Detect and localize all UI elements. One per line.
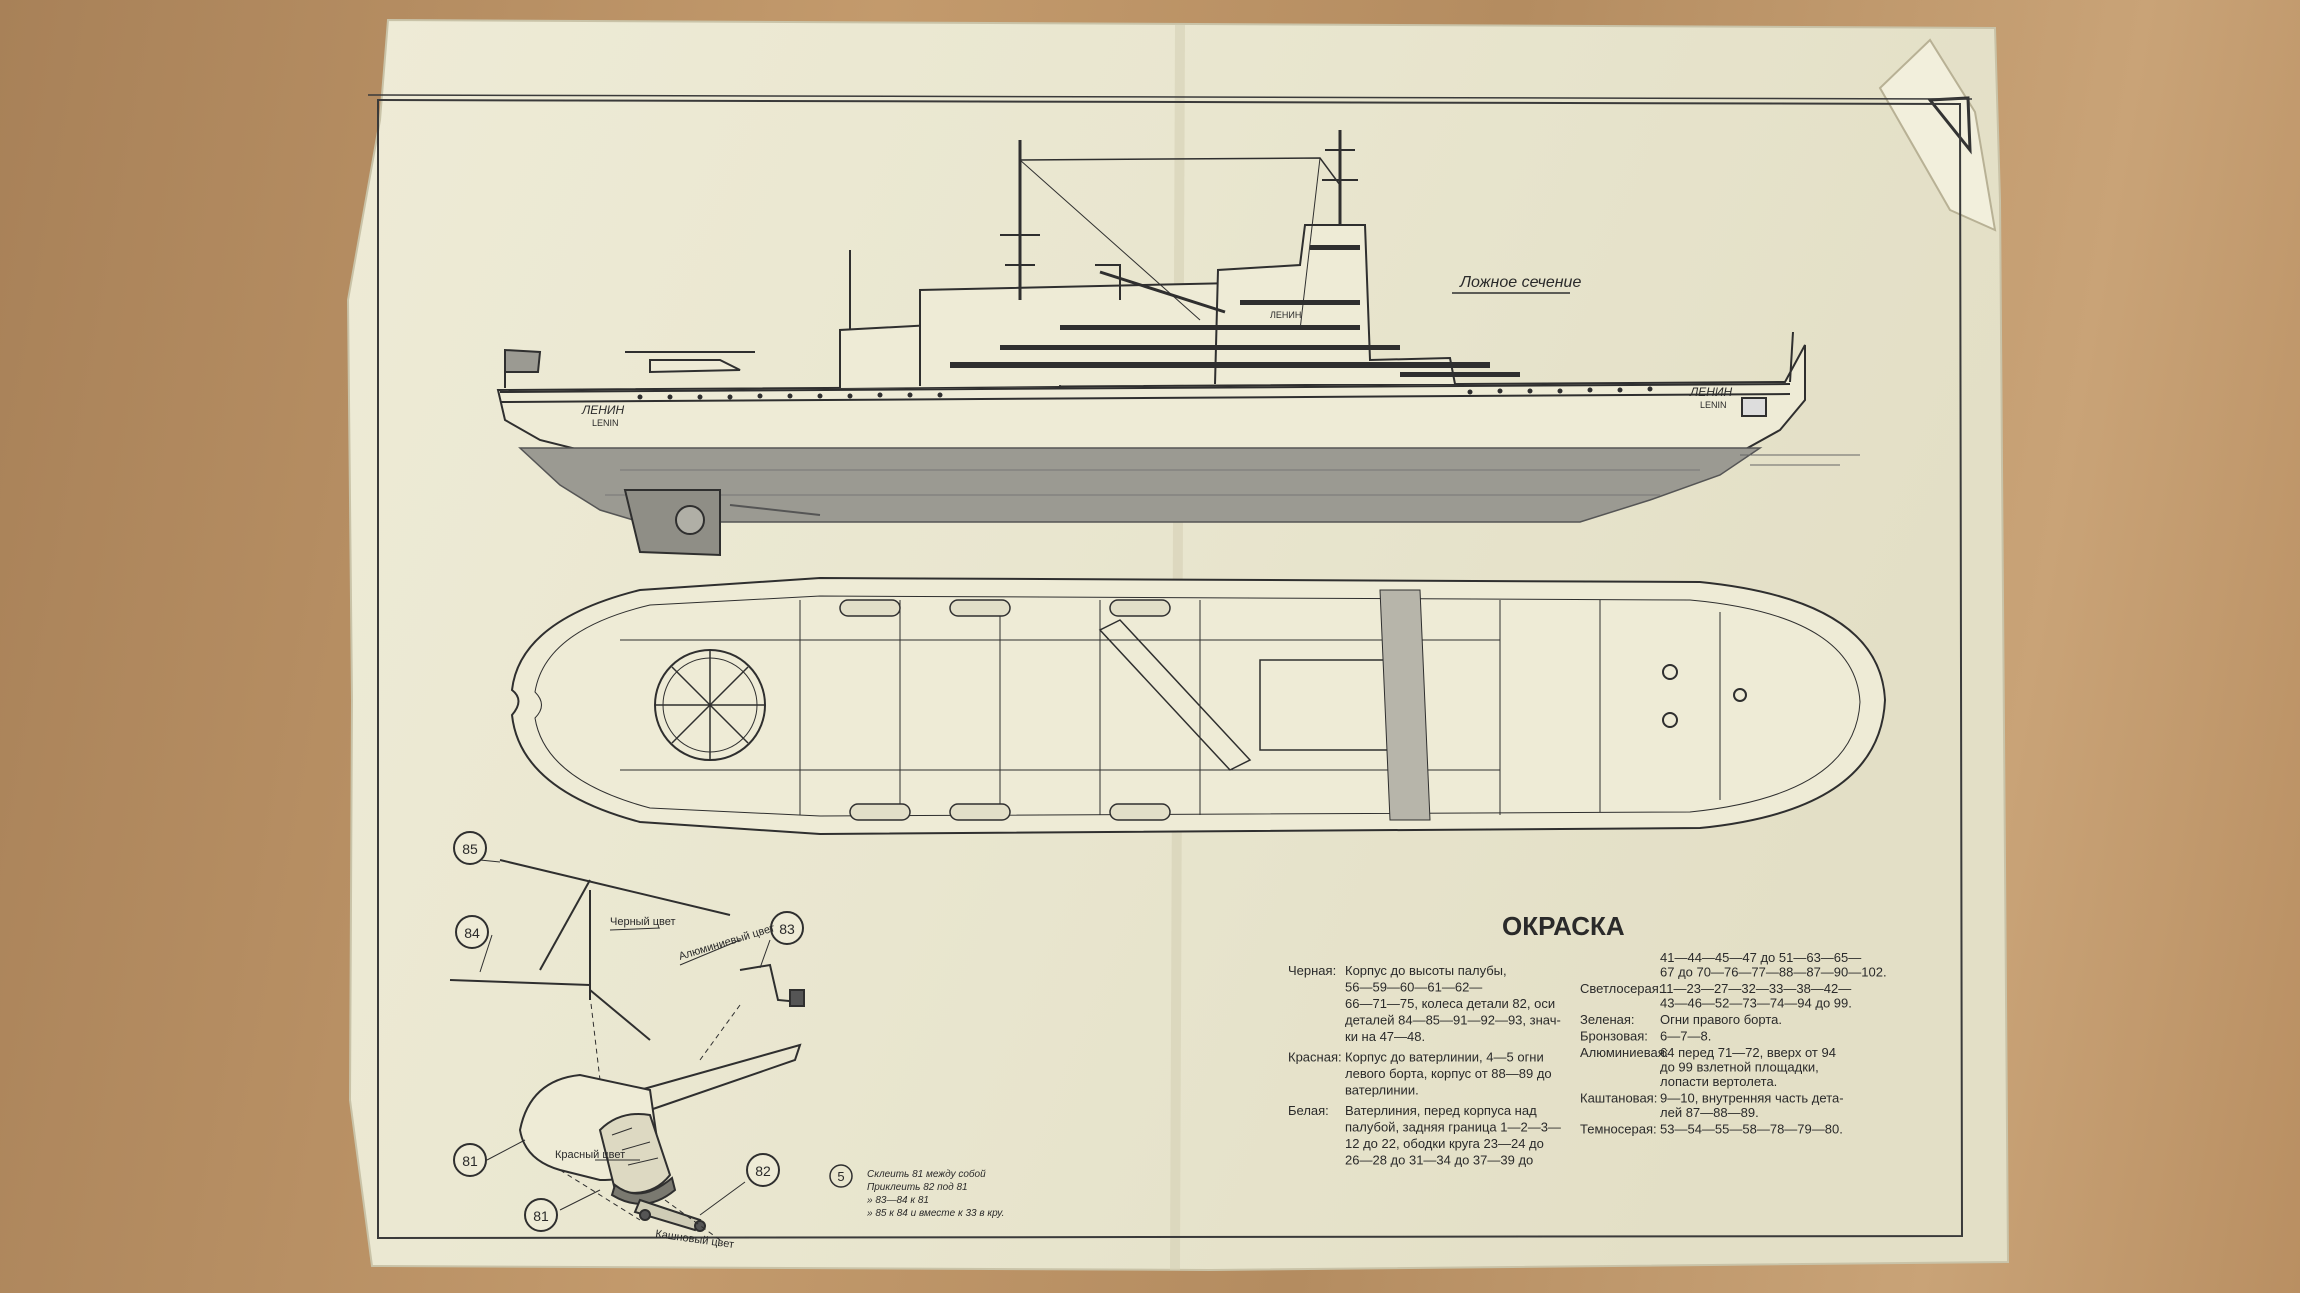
paint-left-line-0-0: Корпус до высоты палубы, <box>1345 963 1507 978</box>
rotor-blade-3 <box>449 979 591 986</box>
paint-right-line-1-1: 43—46—52—73—74—94 до 99. <box>1660 996 1852 1011</box>
paint-left-line-0-3: деталей 84—85—91—92—93, знач- <box>1345 1013 1561 1028</box>
svg-text:» 85 к 84 и вместе к: » 85 к 84 и вместе к 33 в кру. <box>867 1208 1004 1219</box>
rotor-blade-1 <box>499 859 731 916</box>
paint-right-line-4-0: 64 перед 71—72, вверх от 94 <box>1660 1045 1836 1060</box>
assembly-step-badge <box>829 1164 853 1188</box>
rotor-blade-2 <box>539 879 591 971</box>
paint-right-line-5-0: 9—10, внутренняя часть дета- <box>1660 1091 1844 1106</box>
assembly-step-text: Склеить 81 между собой Приклеить 82 под … <box>867 1168 1004 1219</box>
stern-flag <box>504 348 542 388</box>
tail-boom <box>639 1043 802 1111</box>
svg-text:84: 84 <box>464 925 480 941</box>
winch-3 <box>1733 688 1747 702</box>
color-label-red: Красный цвет <box>555 1149 625 1161</box>
ship-name-stern-latin: LENIN <box>592 418 619 428</box>
paint-left-line-2-0: Ватерлиния, перед корпуса над <box>1345 1103 1537 1118</box>
ship-deck-plan <box>510 576 1887 836</box>
crane-plan <box>1098 619 1252 771</box>
paint-right-label-5: Каштановая: <box>1580 1091 1657 1106</box>
paint-left-line-1-1: левого борта, корпус от 88—89 до <box>1345 1066 1552 1081</box>
stern-rudder <box>623 489 721 557</box>
winch-1 <box>1662 664 1678 680</box>
paint-left-line-1-2: ватерлинии. <box>1345 1083 1419 1098</box>
paint-right-label-4: Алюминиевая: <box>1580 1045 1668 1060</box>
svg-text:81: 81 <box>462 1153 478 1169</box>
hull-underwater <box>518 447 1763 523</box>
paint-right-label-1: Светлосерая: <box>1580 981 1662 996</box>
paint-left-line-2-3: 26—28 до 31—34 до 37—39 до <box>1345 1153 1533 1168</box>
paint-right-line-2-0: Огни правого борта. <box>1660 1012 1782 1027</box>
deck-outline <box>510 576 1887 836</box>
svg-text:Склеить 81 между собой: Склеить 81 между собой <box>867 1168 986 1180</box>
paint-right-label-6: Темносерая: <box>1580 1122 1657 1137</box>
paint-left-label-0: Черная: <box>1288 963 1336 978</box>
part-callouts: 85 84 83 81 81 82 <box>453 831 804 1232</box>
paint-left-line-0-1: 56—59—60—61—62— <box>1345 980 1482 995</box>
paint-left-line-2-2: 12 до 22, ободки круга 23—24 до <box>1345 1136 1544 1151</box>
paint-right-line-4-2: лопасти вертолета. <box>1660 1074 1777 1089</box>
painting-title: ОКРАСКА <box>1502 911 1625 941</box>
ship-name-bridge: ЛЕНИН <box>1270 310 1301 320</box>
paint-left-line-2-1: палубой, задняя граница 1—2—3— <box>1345 1120 1561 1135</box>
drawing-frame <box>377 98 1964 1240</box>
svg-text:83: 83 <box>779 921 795 937</box>
superstructure-windows <box>950 245 1520 377</box>
portholes <box>637 386 1653 400</box>
section-annotation: Ложное сечение <box>1459 274 1581 291</box>
callout-85 <box>453 831 487 865</box>
color-label-black: Черный цвет <box>610 916 676 928</box>
callout-84 <box>455 915 489 949</box>
svg-text:85: 85 <box>462 841 478 857</box>
paint-right-label-2: Зеленая: <box>1580 1012 1635 1027</box>
winch-2 <box>1662 712 1678 728</box>
paint-right-line-0-1: 67 до 70—76—77—88—87—90—102. <box>1660 965 1887 980</box>
paint-right-line-3-0: 6—7—8. <box>1660 1029 1711 1044</box>
callout-82 <box>746 1153 780 1187</box>
ship-side-view <box>496 130 1860 557</box>
helicopter-diagram <box>449 859 805 1241</box>
callout-81-upper <box>453 1143 487 1177</box>
paint-right-line-1-0: 11—23—27—32—33—38—42— <box>1660 981 1851 996</box>
lifeboats <box>839 599 1171 821</box>
svg-text:» 83—84 к 81: » 83—84 к 81 <box>867 1195 929 1206</box>
ship-name-bow-latin: LENIN <box>1700 400 1727 410</box>
callout-83 <box>770 911 804 945</box>
svg-text:82: 82 <box>755 1163 771 1179</box>
deck-helicopter <box>649 359 741 374</box>
hatch-covers <box>1379 589 1431 821</box>
paint-right-line-5-1: лей 87—88—89. <box>1660 1105 1759 1120</box>
assembly-step-number: 5 <box>837 1169 844 1184</box>
paint-left-line-1-0: Корпус до ватерлинии, 4—5 огни <box>1345 1050 1544 1065</box>
bow-emblem <box>1741 397 1767 417</box>
callout-81-lower <box>524 1198 558 1232</box>
paint-right-line-0-0: 41—44—45—47 до 51—63—65— <box>1660 950 1861 965</box>
ship-name-stern: ЛЕНИН <box>581 403 624 417</box>
svg-text:81: 81 <box>533 1208 549 1224</box>
hull-upper <box>496 344 1806 456</box>
paint-right-line-6-0: 53—54—55—58—78—79—80. <box>1660 1122 1843 1137</box>
paint-right-label-3: Бронзовая: <box>1580 1029 1648 1044</box>
rotor-blade-4 <box>589 989 651 1041</box>
paint-left-label-1: Красная: <box>1288 1050 1342 1065</box>
folded-corner <box>1878 38 1997 232</box>
paint-left-label-2: Белая: <box>1288 1103 1329 1118</box>
deck-grid <box>620 600 1721 815</box>
ship-name-bow: ЛЕНИН <box>1689 385 1732 399</box>
part-82 <box>633 1198 702 1232</box>
svg-text:Приклеить 82 под 81: Приклеить 82 под 81 <box>867 1182 968 1193</box>
painting-left-column: Черная: Корпус до высоты палубы, 56—59—60—… <box>1288 963 1561 1168</box>
propeller <box>675 505 705 535</box>
paint-right-line-4-1: до 99 взлетной площадки, <box>1660 1060 1819 1075</box>
painting-right-column: 41—44—45—47 до 51—63—65—67 до 70—76—77—8… <box>1580 950 1887 1137</box>
cockpit-base <box>610 1176 677 1205</box>
superstructure-mid <box>919 281 1241 386</box>
paint-left-line-0-4: ки на 47—48. <box>1345 1029 1425 1044</box>
paint-left-line-0-2: 66—71—75, колеса детали 82, оси <box>1345 996 1555 1011</box>
